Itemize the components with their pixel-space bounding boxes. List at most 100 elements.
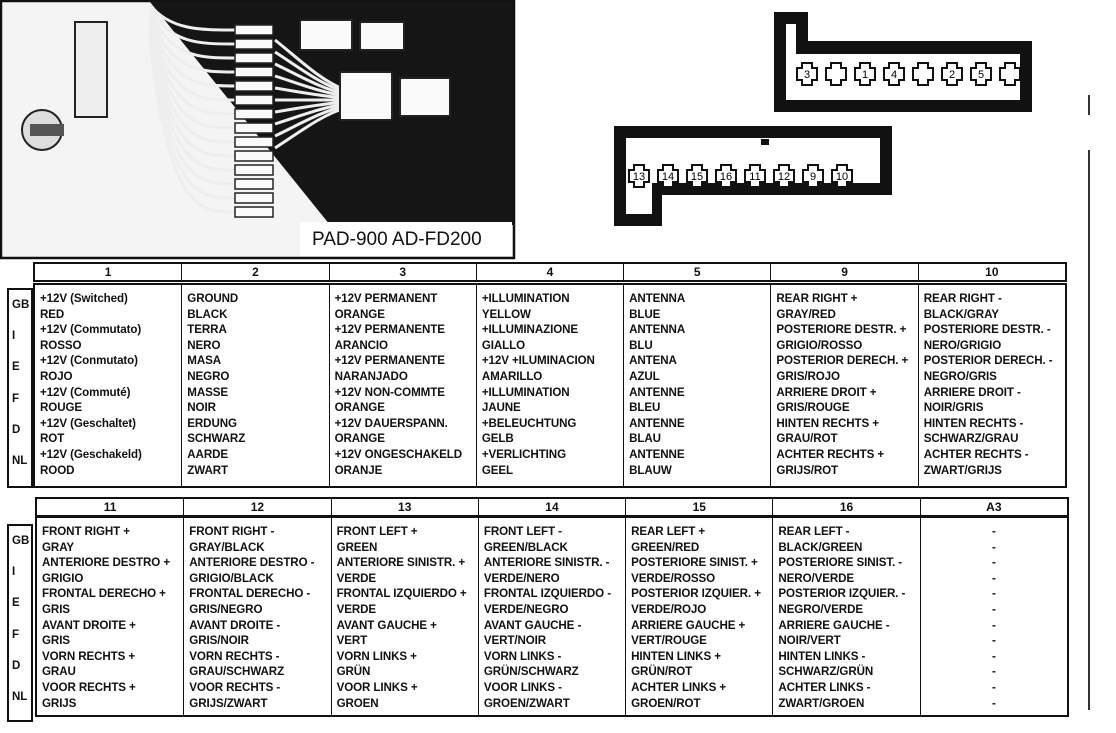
language-code: F [12,628,20,641]
table-cell-line: BLACK [187,307,228,321]
table-cell-line: POSTERIOR DERECH. - [923,354,1053,368]
table-cell-line: GREEN/RED [631,540,700,554]
table-cell-line: +12V (Geschakeld) [40,447,142,461]
page-edge-line [1088,95,1090,115]
column-header: 5 [623,264,770,280]
wiring-harness-illustration: PAD-900 AD-FD200 [0,0,516,260]
table-cell-line: VORN LINKS - [483,649,562,663]
table-cell-line: TERRA [187,323,227,337]
svg-text:5: 5 [978,69,984,81]
table-cell-line: GRÜN/ROT [631,665,693,679]
table-cell-line: +12V PERMANENTE [334,354,445,368]
table-cell-line: ZWART/GRIJS [923,463,1002,477]
table-cell-line: ORANGE [334,401,385,415]
table-cell-line: - [991,587,996,601]
language-code: NL [12,690,28,703]
table-cell-line: VOOR RECHTS - [189,680,281,694]
table-cell-line: VERDE/ROJO [631,602,707,616]
table-cell-line: +BELEUCHTUNG [481,416,577,430]
table-cell-line: VOOR LINKS + [336,680,418,694]
table-cell-line: - [991,618,996,632]
connector-pin: 11 [744,164,766,188]
table-cell-line: YELLOW [481,307,531,321]
table-cell-line: - [991,571,996,585]
table-cell-line: GIALLO [481,338,526,352]
table-cell-line: ANTERIORE SINISTR. + [336,556,466,570]
table-cell-line: ORANGE [334,307,385,321]
table-cell-line: - [991,556,996,570]
table-cell-line: VERT/NOIR [483,634,547,648]
table-cell-line: GRÜN/SCHWARZ [483,665,579,679]
table-cell-line: ANTERIORE DESTRO + [42,556,171,570]
table-cell-line: +12V (Commutato) [40,323,142,337]
table-cell-line: +12V +ILUMINACION [481,354,595,368]
table-cell-line: AVANT GAUCHE + [336,618,437,632]
table-cell-line: FRONT LEFT + [336,525,418,538]
connector-pin: 15 [686,164,708,188]
table-cell-line: GRÜN [336,665,371,679]
column-header: 11 [103,500,117,514]
table-cell-line: ANTERIORE DESTRO - [189,556,315,570]
language-code: GB [12,535,30,547]
language-code: D [12,423,21,436]
table-cell-line: GRIS/ROUGE [776,401,850,415]
table-column: +12V (Switched)RED+12V (Commutato)ROSSO+… [35,285,181,486]
table-cell-line: GROEN/ROT [631,696,701,710]
table-cell-line: GRIGIO [42,571,84,585]
table-cell-line: ERDUNG [187,416,237,430]
table-cell-line: - [991,540,996,554]
svg-text:1: 1 [862,69,868,81]
table-cell-line: HINTEN LINKS - [778,649,866,663]
table-cell-line: VORN RECHTS - [189,649,280,663]
language-code: GB [12,299,30,311]
svg-text:10: 10 [836,171,848,183]
table-cell-line: NEGRO/VERDE [778,602,863,616]
connector-pin [912,62,934,86]
connector-pin: 9 [802,164,824,188]
table-cell-line: FRONTAL IZQUIERDO - [483,587,611,601]
table-cell-line: GRIJS/ZWART [189,696,268,710]
table-cell-line: GRAY [42,540,75,554]
table-cell-line: ACHTER LINKS + [631,680,727,694]
table-cell-line: VERDE/NEGRO [483,602,569,616]
table-cell-line: BLU [629,338,653,352]
column-header: 1 [104,265,112,279]
table-cell-line: +12V (Switched) [40,292,128,305]
column-header: 16 [772,499,919,515]
svg-text:9: 9 [810,171,816,183]
table-cell-line: - [991,602,996,616]
table-cell-line: FRONTAL IZQUIERDO + [336,587,467,601]
table-cell-line: ZWART/GROEN [778,696,865,710]
table-cell-line: POSTERIORE SINIST. + [631,556,758,570]
table-cell-line: GRIGIO/ROSSO [776,338,863,352]
table-cell-line: ANTENNE [629,447,685,461]
table-cell-line: ARRIERE GAUCHE - [778,618,890,632]
table-cell-line: GRIS [42,602,70,616]
table-cell-line: ORANJE [334,463,383,477]
table-cell-line: SCHWARZ [187,432,246,446]
column-header: 12 [183,499,330,515]
table-cell-line: ANTENA [629,354,677,368]
table-cell-line: GRIS/ROJO [776,369,840,383]
table-cell-line: NOIR/VERT [778,634,841,648]
language-code: NL [12,454,28,467]
column-header: 14 [477,499,625,515]
table-cell-line: SCHWARZ/GRAU [923,432,1019,446]
language-code: E [12,361,20,374]
table-cell-line: AVANT DROITE + [42,618,136,632]
table-cell-line: - [991,525,996,538]
svg-text:4: 4 [891,69,897,81]
table-cell-line: VERDE [336,571,377,585]
table-cell-line: POSTERIORE DESTR. + [776,323,907,337]
table-cell-line: ACHTER RECHTS - [923,447,1029,461]
table-cell-line: +12V DAUERSPANN. [334,416,448,430]
table-cell-line: BLAUW [629,463,672,477]
